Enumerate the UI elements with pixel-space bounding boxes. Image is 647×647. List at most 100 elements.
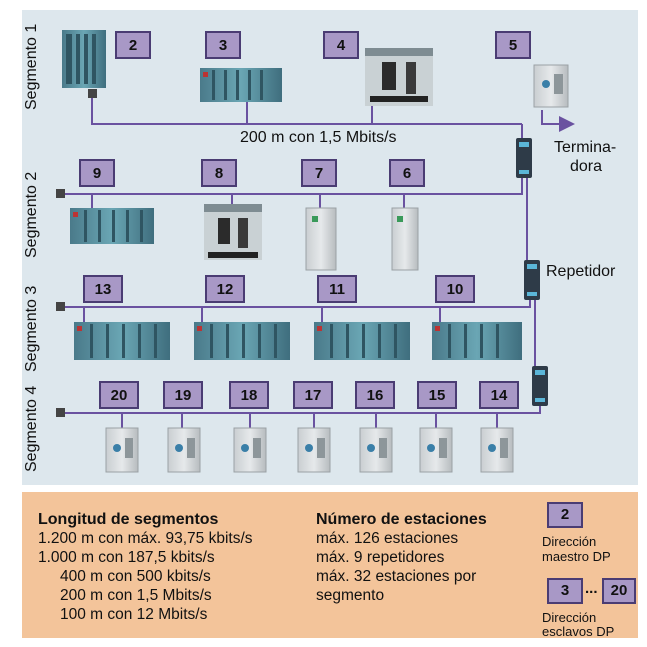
device-rack-12 [194, 322, 290, 360]
legend-slave-dots: ... [585, 580, 598, 597]
device-rack-9 [70, 208, 154, 244]
badge-15-label: 15 [429, 387, 446, 404]
bus-segment-2 [62, 178, 523, 195]
bus-segment-3 [62, 300, 531, 308]
bus-end-segment-3 [56, 302, 65, 311]
device-rack-13 [74, 322, 170, 360]
terminator-label-line-1: Termina- [554, 139, 616, 156]
badge-17: 17 [293, 381, 333, 409]
bus-end-segment-1 [88, 89, 97, 98]
badge-6: 6 [389, 159, 425, 187]
repeater-2 [524, 260, 540, 300]
device-module-15 [419, 427, 453, 473]
badge-19-label: 19 [175, 387, 192, 404]
length-item: 1.200 m con máx. 93,75 kbits/s [38, 530, 253, 547]
badge-14: 14 [479, 381, 519, 409]
device-module-17 [297, 427, 331, 473]
network-svg: Segmento 1 Segmento 2 Segmento 3 Segment… [23, 24, 616, 473]
repeater-3 [532, 366, 548, 406]
device-module-14 [480, 427, 514, 473]
badge-18-label: 18 [241, 387, 258, 404]
badge-17-label: 17 [305, 387, 322, 404]
badge-20: 20 [99, 381, 139, 409]
segment-length-title: Longitud de segmentos [38, 511, 219, 528]
badge-4: 4 [323, 31, 359, 59]
badge-2-label: 2 [129, 37, 137, 54]
badge-18: 18 [229, 381, 269, 409]
device-module-16 [359, 427, 393, 473]
badge-16: 16 [355, 381, 395, 409]
badges: 2 3 4 5 9 8 7 6 13 12 11 10 20 19 18 17 … [79, 31, 531, 409]
segment-length-column: Longitud de segmentos 1.200 m con máx. 9… [38, 510, 253, 624]
badge-2: 2 [115, 31, 151, 59]
badge-7: 7 [301, 159, 337, 187]
badge-9-label: 9 [93, 165, 101, 182]
device-module-19 [167, 427, 201, 473]
segment-1-label: Segmento 1 [23, 24, 40, 110]
segment-3-label: Segmento 3 [23, 286, 40, 372]
badge-5: 5 [495, 31, 531, 59]
badge-13: 13 [83, 275, 123, 303]
length-item: 100 m con 12 Mbits/s [60, 606, 208, 623]
device-rack-11 [314, 322, 410, 360]
bus-lines [62, 70, 575, 428]
badge-14-label: 14 [491, 387, 508, 404]
badge-3: 3 [205, 31, 241, 59]
legend-slave-caption-line-2: esclavos DP [542, 624, 615, 639]
length-item: 200 m con 1,5 Mbits/s [60, 587, 212, 604]
legend-master-caption-line-2: maestro DP [542, 549, 611, 564]
badge-3-label: 3 [219, 37, 227, 54]
badge-16-label: 16 [367, 387, 384, 404]
device-drive-6 [391, 207, 419, 271]
badge-20-label: 20 [111, 387, 128, 404]
device-module-5 [533, 64, 569, 108]
badge-12-label: 12 [217, 281, 234, 298]
legend-slave-caption-line-1: Dirección [542, 610, 597, 625]
badge-8: 8 [201, 159, 237, 187]
legend-slave-badge-from: 3 [547, 578, 583, 604]
device-board-8 [204, 204, 262, 260]
repeater-label: Repetidor [546, 263, 616, 280]
badge-13-label: 13 [95, 281, 112, 298]
device-rack-3 [200, 68, 282, 102]
device-drive-7 [305, 207, 337, 271]
speed-annotation: 200 m con 1,5 Mbits/s [240, 129, 397, 146]
length-item: 400 m con 500 kbits/s [60, 568, 211, 585]
station-count-item: segmento [316, 587, 385, 604]
badge-11-label: 11 [329, 281, 345, 298]
station-count-item: máx. 126 estaciones [316, 530, 459, 547]
station-count-item: máx. 32 estaciones por [316, 568, 477, 585]
bus-end-segment-4 [56, 408, 65, 417]
bus-end-segment-2 [56, 189, 65, 198]
network-diagram: Segmento 1 Segmento 2 Segmento 3 Segment… [22, 10, 638, 485]
badge-10-label: 10 [447, 281, 464, 298]
badge-15: 15 [417, 381, 457, 409]
legend-master-caption-line-1: Dirección [542, 534, 597, 549]
badge-12: 12 [205, 275, 245, 303]
device-rack-10 [432, 322, 522, 360]
badge-10: 10 [435, 275, 475, 303]
badge-6-label: 6 [403, 165, 411, 182]
repeater-1 [516, 138, 532, 178]
legend-master-badge: 2 [547, 502, 583, 528]
segment-2-label: Segmento 2 [23, 172, 40, 258]
badge-4-label: 4 [337, 37, 346, 54]
badge-7-label: 7 [315, 165, 323, 182]
bus-segment-1 [91, 96, 522, 125]
station-count-item: máx. 9 repetidores [316, 549, 445, 566]
device-module-20 [105, 427, 139, 473]
legend-slave-badge-to: 20 [602, 578, 636, 604]
badge-19: 19 [163, 381, 203, 409]
station-count-column: Número de estaciones máx. 126 estaciones… [316, 510, 487, 605]
bus-segment-1-drop-5 [541, 110, 575, 132]
device-module-18 [233, 427, 267, 473]
device-master-plc [62, 30, 106, 88]
terminator-label-line-2: dora [570, 158, 602, 175]
length-item: 1.000 m con 187,5 kbits/s [38, 549, 215, 566]
station-count-title: Número de estaciones [316, 511, 487, 528]
badge-9: 9 [79, 159, 115, 187]
legend-panel: Longitud de segmentos 1.200 m con máx. 9… [22, 492, 638, 639]
segment-4-label: Segmento 4 [23, 386, 40, 472]
badge-11: 11 [317, 275, 357, 303]
